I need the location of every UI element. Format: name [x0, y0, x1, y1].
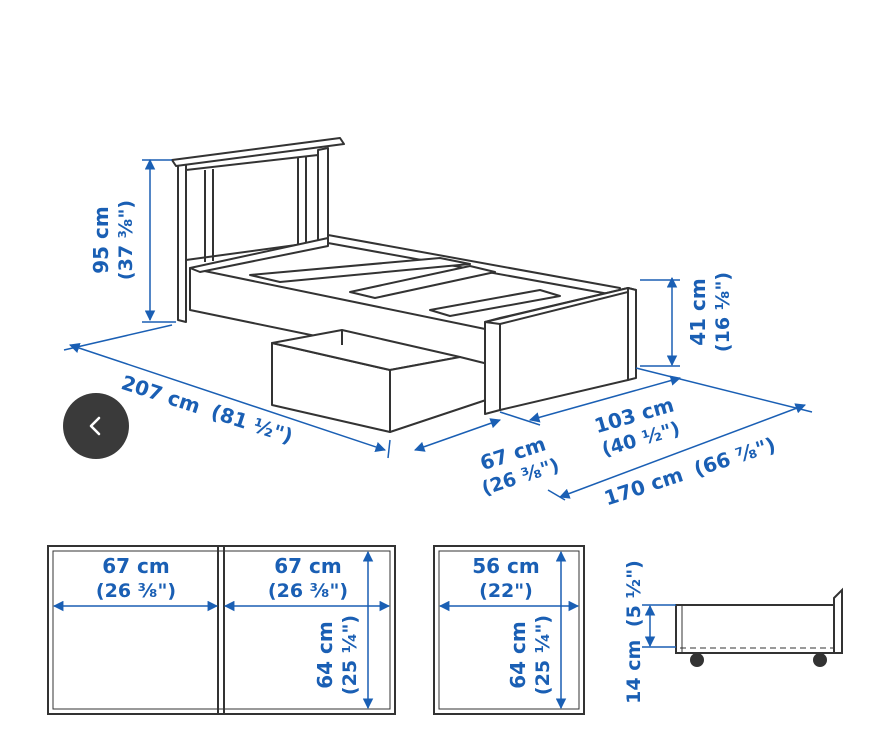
drawer-2-depth-in: (25 ¹⁄₄") — [339, 615, 361, 695]
width-dimension-line — [528, 375, 682, 423]
drawer-2-width-in: (26 ³⁄₈") — [268, 580, 348, 602]
footboard-height-in: (16 ¹⁄₈") — [712, 272, 734, 352]
drawer-side — [389, 356, 493, 433]
drawer-plan-dimension-lines — [52, 550, 580, 710]
center-beam — [349, 265, 496, 299]
drawer-side-height-cm: 14 cm — [623, 640, 645, 704]
bed-illustration — [171, 137, 637, 433]
drawer-side-height-in: (5 ¹⁄₂") — [623, 560, 645, 627]
drawer-side-height-text: 14 cm (5 ¹⁄₂") — [623, 560, 645, 704]
headboard-right-post — [317, 147, 329, 243]
drawer-2-label: 67 cm (26 ³⁄₈") — [268, 554, 348, 602]
height-label: 95 cm (37 ³⁄₈") — [89, 200, 137, 280]
length-cm: 207 cm — [118, 370, 203, 418]
drawer-span-cm: 170 cm — [601, 462, 686, 510]
drawer-1-label: 67 cm (26 ³⁄₈") — [96, 554, 176, 602]
double-drawer-outline — [47, 545, 396, 715]
single-drawer-outline — [433, 545, 585, 715]
drawer-3-depth-in: (25 ¹⁄₄") — [532, 615, 554, 695]
drawer-span-in: (66 ⁷⁄₈") — [691, 432, 779, 481]
drawer-2-width-cm: 67 cm — [274, 554, 342, 578]
footboard-height-label: 41 cm (16 ¹⁄₈") — [686, 272, 734, 352]
drawer-side-height-label: 14 cm (5 ¹⁄₂") — [623, 560, 645, 704]
drawer-side-box — [675, 604, 837, 654]
extension-line — [63, 324, 173, 351]
drawer-3-depth-cm: 64 cm — [506, 621, 530, 689]
drawer-3-label: 56 cm (22") — [472, 554, 540, 602]
length-text: 207 cm (81 ¹⁄₂") — [118, 370, 295, 448]
drawer-side-dimension-lines — [642, 604, 676, 648]
drawer-wheel — [813, 653, 827, 667]
height-in: (37 ³⁄₈") — [115, 200, 137, 280]
drawer-plan-group — [47, 545, 585, 715]
drawer-2-depth-cm: 64 cm — [313, 621, 337, 689]
drawer-3-width-in: (22") — [479, 580, 533, 602]
drawer-3-depth-label: 64 cm (25 ¹⁄₄") — [506, 615, 554, 695]
drawer-side-view — [675, 587, 843, 667]
footboard-corner-post — [627, 287, 637, 381]
drawer-span-line — [559, 403, 806, 499]
slat — [429, 289, 561, 317]
headboard-left-post — [177, 162, 187, 323]
drawer-depth-line — [414, 418, 501, 452]
length-dimension-line — [69, 343, 386, 452]
single-drawer-inner — [438, 550, 580, 710]
extension-line — [547, 489, 566, 501]
extension-line — [499, 411, 541, 426]
chevron-left-icon — [89, 416, 101, 436]
width-label: 103 cm (40 ¹⁄₂") — [592, 393, 683, 461]
double-drawer-inner — [52, 550, 391, 710]
drawer-1-width-in: (26 ³⁄₈") — [96, 580, 176, 602]
drawer-3-width-cm: 56 cm — [472, 554, 540, 578]
head-rail — [189, 237, 329, 273]
back-button[interactable] — [63, 393, 129, 459]
drawer-wheel — [690, 653, 704, 667]
bed-dimension-lines — [63, 158, 813, 501]
footboard-height-cm: 41 cm — [686, 278, 710, 346]
headboard-cap — [171, 137, 345, 167]
height-cm: 95 cm — [89, 206, 113, 274]
drawer-2-depth-label: 64 cm (25 ¹⁄₄") — [313, 615, 361, 695]
drawer-1-width-cm: 67 cm — [102, 554, 170, 578]
slat — [249, 257, 471, 283]
extension-line — [387, 439, 391, 459]
length-label: 207 cm (81 ¹⁄₂") — [118, 370, 295, 448]
drawer-side-front — [833, 587, 843, 654]
footboard-post — [484, 317, 501, 415]
